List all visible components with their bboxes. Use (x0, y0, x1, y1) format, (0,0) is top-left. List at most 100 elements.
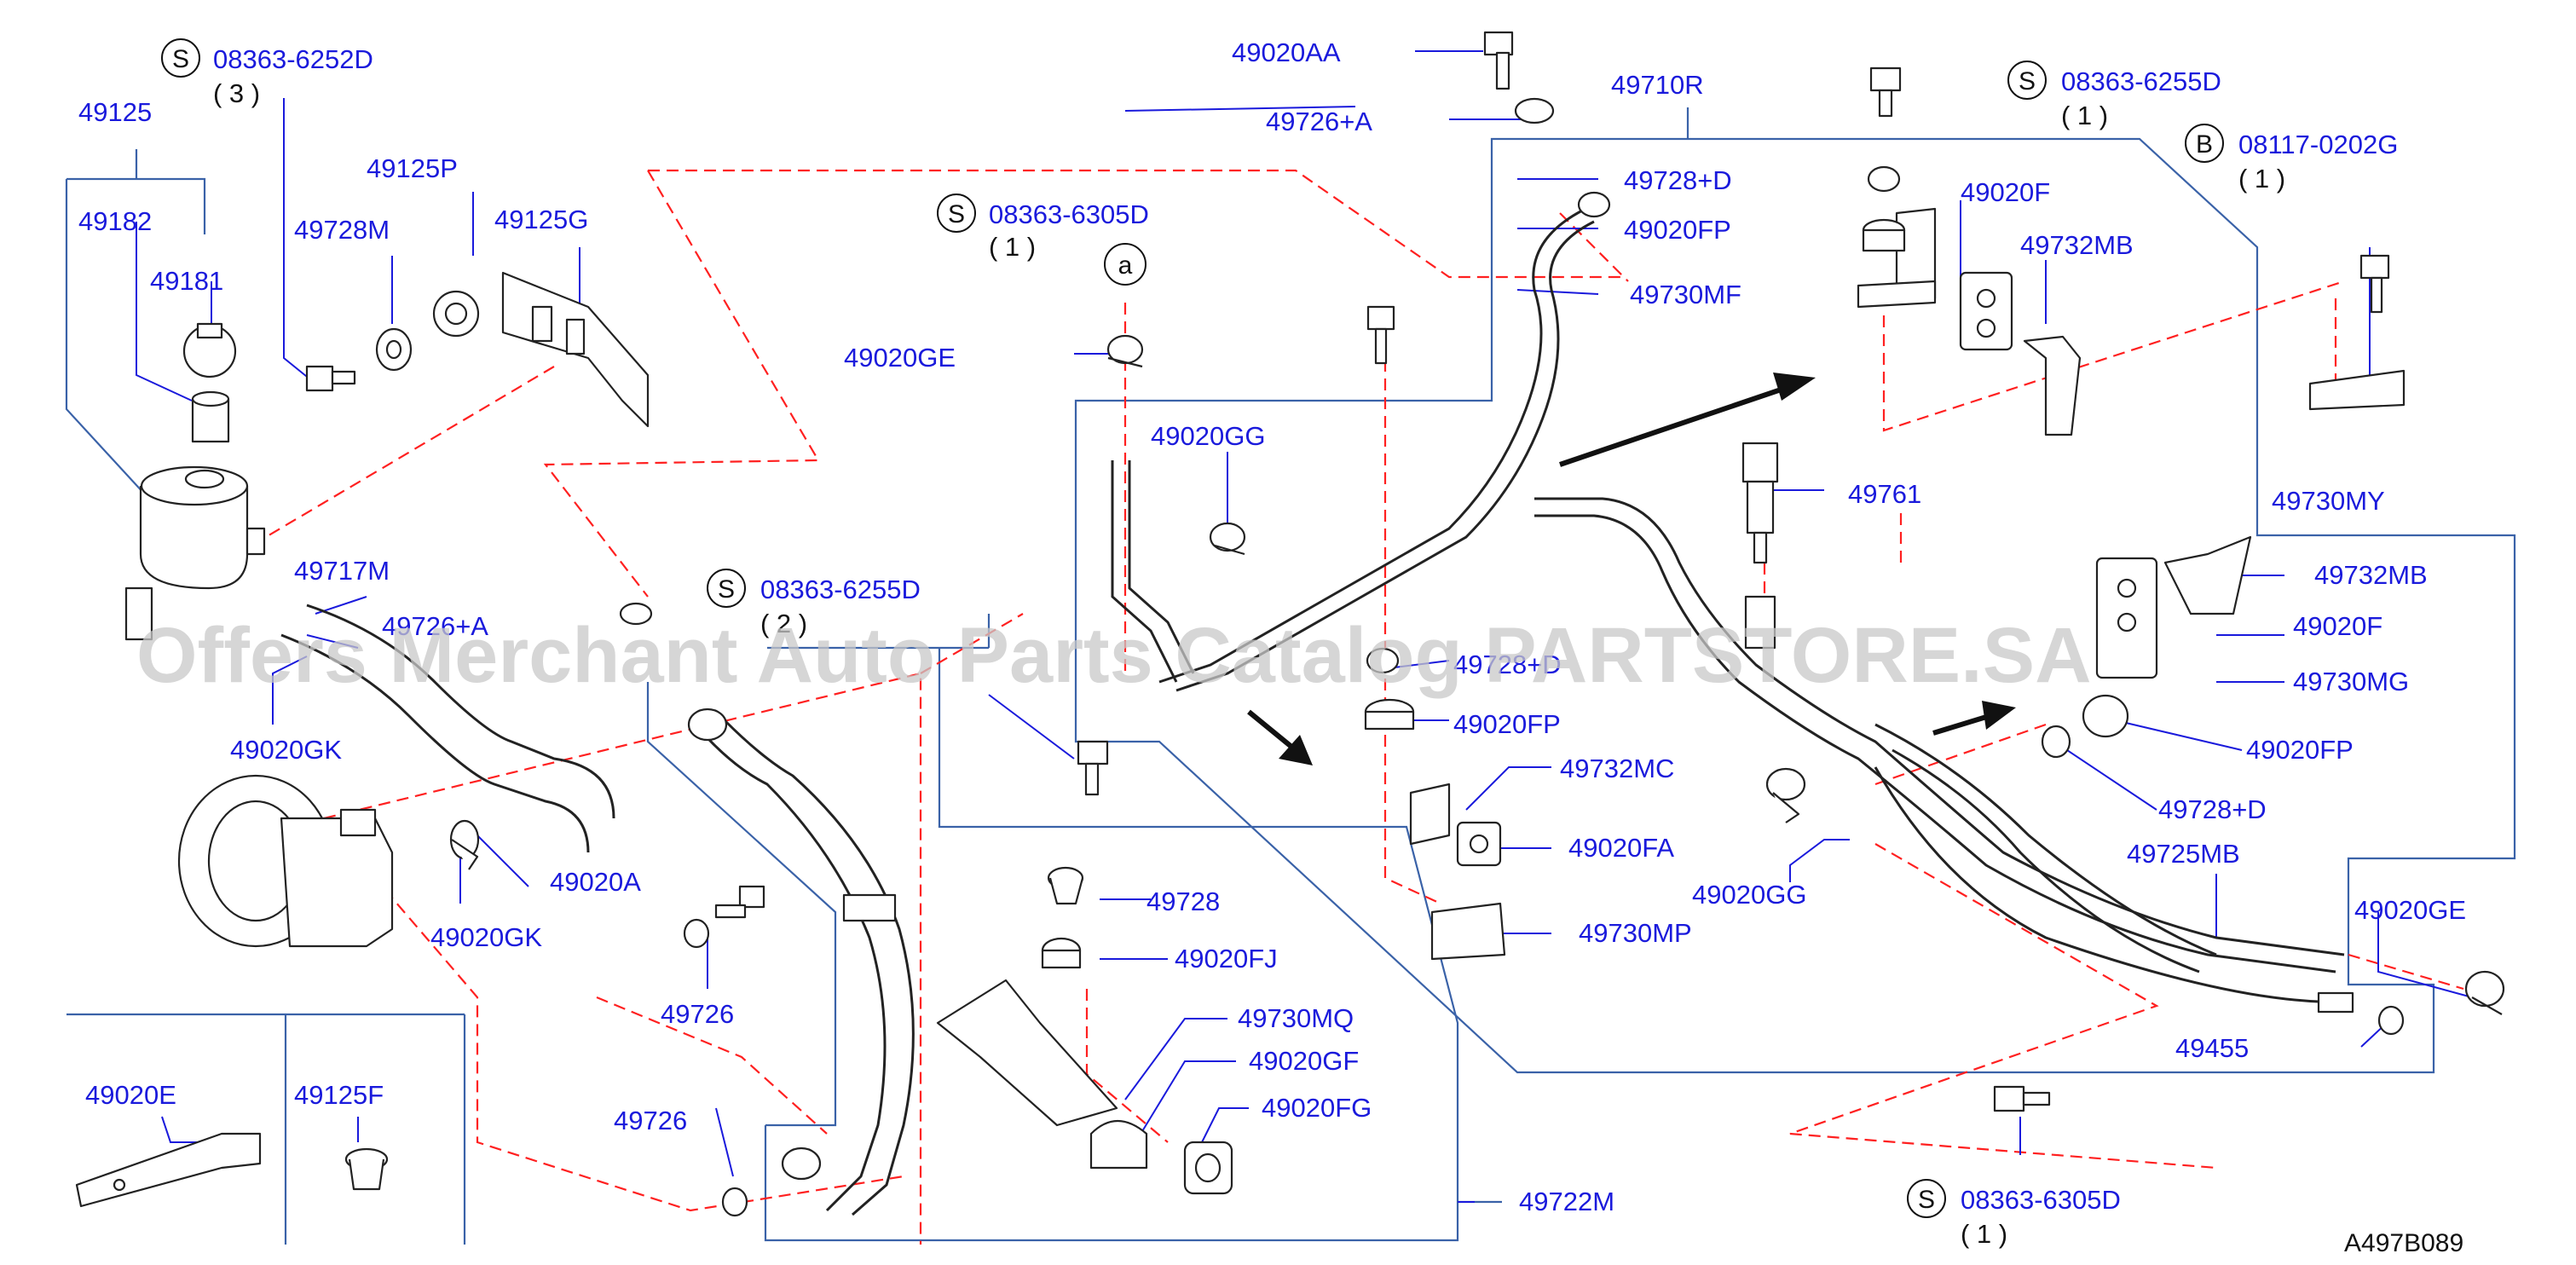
label-49722m: 49722M (1519, 1187, 1614, 1216)
label-49726-b: 49726 (614, 1106, 687, 1135)
callout-qty: ( 1 ) (989, 232, 1036, 262)
label-49020gf: 49020GF (1249, 1046, 1359, 1076)
callout-qty: ( 1 ) (2061, 101, 2108, 130)
label-49725mb: 49725MB (2127, 839, 2240, 869)
label-49728d-right: 49728+D (2158, 794, 2267, 824)
power-steering-pump (177, 774, 394, 948)
label-49717m: 49717M (294, 556, 390, 586)
suction-hose-49717m (280, 604, 615, 853)
small-ring-49455 (2377, 1005, 2405, 1036)
label-49020f: 49020F (1961, 177, 2050, 207)
label-49728m: 49728M (294, 215, 390, 245)
bolt-s-bottom (1993, 1085, 2051, 1112)
label-49730mq: 49730MQ (1238, 1003, 1354, 1033)
callout-qty: ( 3 ) (213, 78, 260, 108)
sensor-49761 (1741, 442, 1779, 650)
clamp-49020fa (1456, 821, 1502, 867)
bracket-49020f (1857, 207, 1937, 309)
svg-text:S: S (1918, 1186, 1935, 1214)
label-49726-a: 49726 (661, 999, 734, 1029)
svg-text:S: S (718, 575, 735, 604)
label-49730mg: 49730MG (2293, 667, 2409, 696)
label-49455: 49455 (2175, 1033, 2249, 1063)
label-49020fg: 49020FG (1262, 1093, 1372, 1123)
callout-b1: B 08117-0202G ( 1 ) (2185, 124, 2398, 194)
clamp-49020ge-left (1106, 334, 1144, 368)
bracket-49730mq (936, 979, 1118, 1127)
callout-code: 08363-6305D (1961, 1185, 2121, 1215)
callout-code: 08363-6305D (989, 199, 1149, 229)
label-49726a: 49726+A (382, 611, 488, 641)
bolt-49726 (714, 885, 765, 919)
callout-code: 08363-6252D (213, 44, 373, 74)
clamp-49020ge-right (2464, 970, 2505, 1015)
callout-s5: S 08363-6305D ( 1 ) (1907, 1179, 2121, 1249)
ref-marker-a: a (1104, 243, 1146, 286)
washer-top (1514, 97, 1555, 124)
label-49020ge-left: 49020GE (844, 343, 956, 373)
callout-s3: S 08363-6255D ( 1 ) (2007, 61, 2221, 130)
label-49761: 49761 (1848, 479, 1921, 509)
label-49728d-mid: 49728+D (1453, 650, 1562, 679)
label-49020aa: 49020AA (1232, 38, 1341, 67)
pressure-line-49710r (1158, 191, 1611, 692)
grommet-49125p (432, 290, 480, 338)
label-49020gk-b: 49020GK (430, 922, 542, 952)
label-49020e: 49020E (85, 1080, 176, 1110)
clamp-49020gk (449, 819, 480, 870)
watermark: Offers Merchant Auto Parts Catalog PARTS… (136, 612, 2092, 699)
label-49730my: 49730MY (2272, 486, 2385, 516)
grommet-49728 (1047, 866, 1084, 905)
ref-marker-label: a (1118, 251, 1133, 280)
svg-text:S: S (2019, 67, 2036, 95)
bolt-49020aa (1483, 31, 1514, 90)
pressure-hose-49722m (687, 708, 915, 1216)
bolt-49728m (305, 365, 356, 392)
label-49125g: 49125G (494, 205, 588, 234)
bolt-s-top (1869, 66, 1902, 118)
callout-s2: S 08363-6305D ( 1 ) (937, 194, 1149, 262)
callout-qty: ( 1 ) (1961, 1219, 2007, 1249)
clamp-49020gg (1765, 767, 1806, 823)
bolt-b (2359, 254, 2390, 314)
grommet-49728m (375, 327, 413, 372)
svg-text:B: B (2196, 130, 2213, 159)
bolt-49728 (1077, 740, 1109, 796)
callout-code: 08117-0202G (2238, 130, 2398, 159)
bracket-49730mf (2023, 335, 2082, 436)
callout-s4: S 08363-6255D ( 2 ) (707, 569, 921, 638)
part-labels: 49125 49182 49181 49728M 49125P 49125G 4… (78, 38, 2466, 1216)
label-49125f: 49125F (294, 1080, 384, 1110)
label-49730mp: 49730MP (1579, 918, 1692, 948)
label-49020ge-right: 49020GE (2354, 895, 2466, 925)
washers-49726 (619, 602, 748, 1217)
label-49020gg-top: 49020GG (1151, 421, 1265, 451)
label-49732mb-top: 49732MB (2020, 230, 2134, 260)
label-49730mf: 49730MF (1630, 280, 1741, 309)
cooler-49725mb (1874, 723, 2217, 973)
clamp-49732mb-top (1959, 271, 2013, 351)
clamp-49020fg (1183, 1141, 1233, 1195)
label-49181: 49181 (150, 266, 223, 296)
grommets-right (2041, 694, 2129, 759)
bracket-49732mc (1409, 783, 1451, 846)
bracket-49730my (2308, 369, 2406, 411)
clamp-49020gf (1089, 1120, 1148, 1170)
label-49125: 49125 (78, 97, 152, 127)
label-49020fp-top: 49020FP (1624, 215, 1731, 245)
return-line (1111, 460, 2345, 973)
tube-49455 (1874, 766, 2354, 1014)
clip-49125f (344, 1147, 389, 1191)
bracket-49730mp (1430, 902, 1506, 961)
svg-text:S: S (172, 45, 189, 73)
label-49732mb-right: 49732MB (2314, 560, 2428, 590)
label-49125p: 49125P (367, 153, 458, 183)
label-49020gg-bottom: 49020GG (1692, 880, 1806, 910)
bracket-49125g (501, 271, 650, 428)
clamp-49020gg-top (1209, 522, 1246, 556)
direction-arrows (1247, 373, 2016, 765)
label-49020fa: 49020FA (1568, 833, 1674, 863)
callout-s1: S 08363-6252D ( 3 ) (161, 38, 373, 108)
label-49182: 49182 (78, 206, 152, 236)
label-49020fj: 49020FJ (1175, 944, 1278, 973)
